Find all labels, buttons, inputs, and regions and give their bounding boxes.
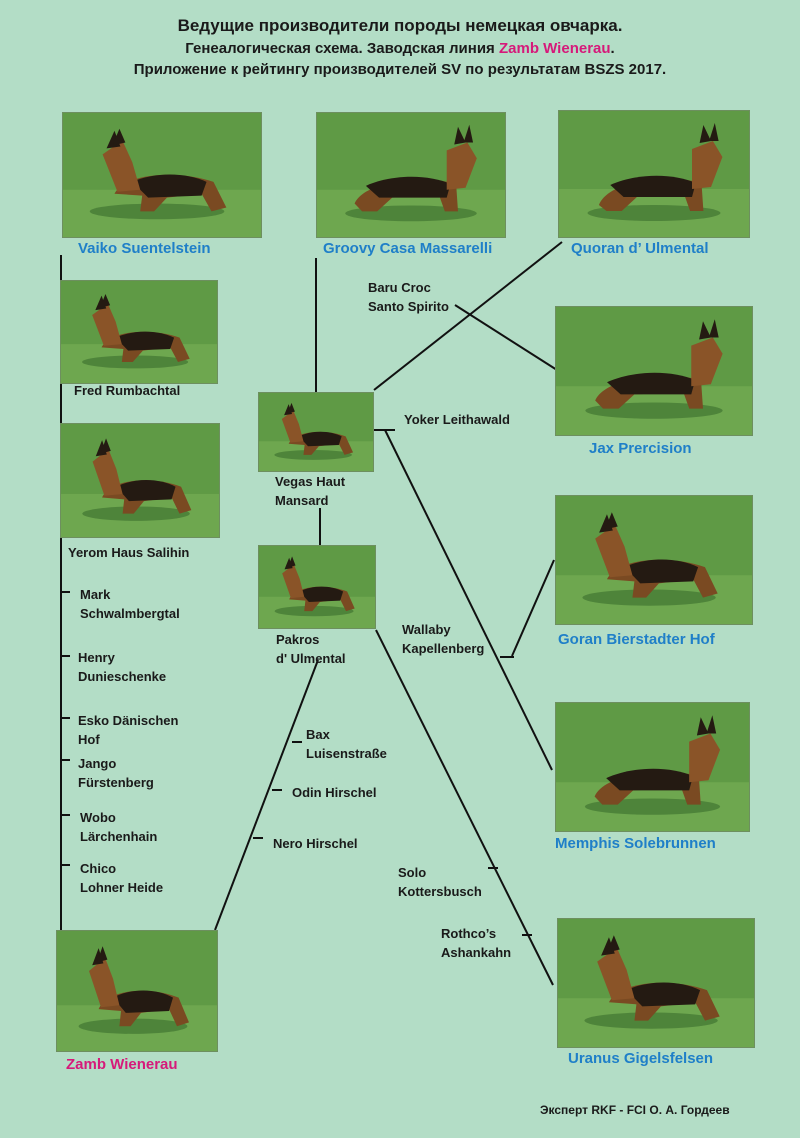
photo-pakros bbox=[258, 545, 376, 629]
line-wallaby-goran bbox=[511, 559, 555, 657]
label-yoker: Yoker Leithawald bbox=[404, 412, 510, 427]
label-quoran: Quoran d’ Ulmental bbox=[571, 240, 709, 257]
label-memphis: Memphis Solebrunnen bbox=[555, 835, 716, 852]
label-nero: Nero Hirschel bbox=[273, 836, 358, 851]
page-subtitle: Генеалогическая схема. Заводская линия Z… bbox=[0, 40, 800, 57]
label-zamb: Zamb Wienerau bbox=[66, 1056, 178, 1073]
photo-groovy bbox=[316, 112, 506, 238]
photo-jax bbox=[555, 306, 753, 436]
label-goran: Goran Bierstadter Hof bbox=[558, 631, 715, 648]
label-fred: Fred Rumbachtal bbox=[74, 383, 181, 398]
line-baru-jax bbox=[454, 304, 558, 371]
photo-goran bbox=[555, 495, 753, 625]
photo-zamb bbox=[56, 930, 218, 1052]
photo-quoran bbox=[558, 110, 750, 238]
page-subtitle-2: Приложение к рейтингу производителей SV … bbox=[133, 61, 667, 78]
photo-uranus bbox=[557, 918, 755, 1048]
label-uranus: Uranus Gigelsfelsen bbox=[568, 1050, 714, 1067]
photo-fred bbox=[60, 280, 218, 384]
line-pakros-zamb bbox=[214, 659, 319, 931]
footer-credit: Эксперт RKF - FCI О. А. Гордеев bbox=[540, 1103, 730, 1117]
line-pakros-uranus bbox=[375, 629, 554, 986]
label-odin: Odin Hirschel bbox=[292, 785, 377, 800]
label-groovy: Groovy Casa Massarelli bbox=[323, 240, 493, 257]
photo-memphis bbox=[555, 702, 750, 832]
photo-vaiko bbox=[62, 112, 262, 238]
subtitle-suffix: . bbox=[610, 40, 615, 57]
label-yerom: Yerom Haus Salihin bbox=[68, 545, 190, 560]
line-vegas-quoran bbox=[373, 241, 563, 391]
subtitle-prefix: Генеалогическая схема. Заводская линия bbox=[185, 40, 499, 57]
label-jax: Jax Prercision bbox=[589, 440, 692, 457]
page-title: Ведущие производители породы немецкая ов… bbox=[177, 16, 623, 35]
label-vaiko: Vaiko Suentelstein bbox=[78, 240, 211, 257]
photo-yerom bbox=[60, 423, 220, 538]
photo-vegas bbox=[258, 392, 374, 472]
subtitle-highlight: Zamb Wienerau bbox=[498, 40, 611, 57]
line-vegas-memphis bbox=[384, 429, 553, 771]
